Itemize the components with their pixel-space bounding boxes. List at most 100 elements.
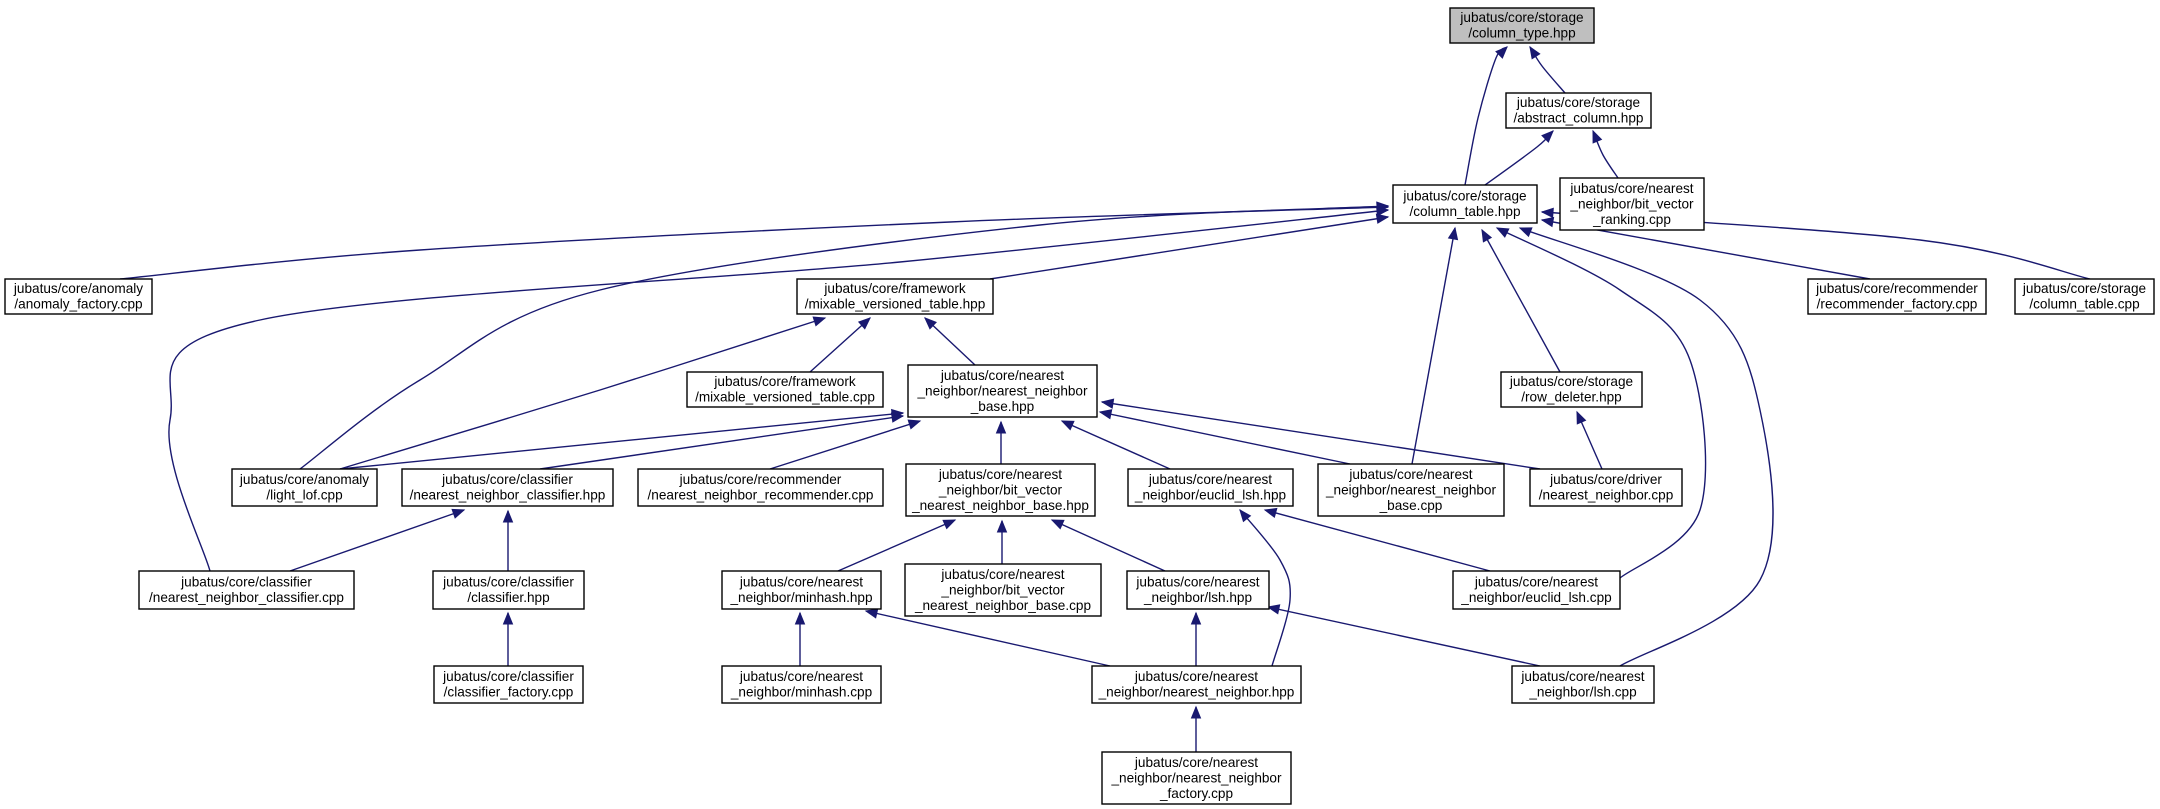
edge-line [1519, 227, 1774, 667]
node-lsh-hpp[interactable]: jubatus/core/nearest_neighbor/lsh.hpp [1126, 570, 1270, 610]
edge-nn_hpp-to-euclid_lsh_hpp [1239, 508, 1291, 667]
node-label-line: /column_type.hpp [1468, 26, 1575, 41]
arrowhead-icon [864, 608, 879, 619]
node-nn-base-hpp[interactable]: jubatus/core/nearest_neighbor/nearest_ne… [907, 364, 1098, 418]
arrowhead-icon [890, 412, 905, 423]
node-classifier-hpp[interactable]: jubatus/core/classifier/classifier.hpp [432, 570, 585, 610]
node-box [1559, 177, 1705, 231]
arrowhead-icon [812, 316, 827, 327]
node-label-line: _neighbor/nearest_neighbor [916, 383, 1088, 398]
edge-line [1267, 606, 1541, 667]
arrowhead-icon [907, 419, 922, 430]
node-column-table-hpp[interactable]: jubatus/core/storage/column_table.hpp [1392, 184, 1538, 224]
arrowhead-icon [1529, 45, 1541, 60]
node-label-line: _ranking.cpp [1592, 212, 1671, 227]
edge-line [539, 415, 904, 470]
node-nn-factory[interactable]: jubatus/core/nearest_neighbor/nearest_ne… [1101, 751, 1292, 805]
node-label-line: /column_table.hpp [1409, 204, 1520, 219]
node-nn-classifier-cpp[interactable]: jubatus/core/classifier/nearest_neighbor… [138, 570, 355, 610]
node-label-line: /mixable_versioned_table.cpp [695, 390, 875, 405]
node-recommender-factory[interactable]: jubatus/core/recommender/recommender_fac… [1807, 278, 1987, 315]
edge-line [1239, 509, 1291, 667]
node-label-line: /mixable_versioned_table.hpp [805, 297, 986, 312]
edge-line [339, 412, 904, 470]
arrowhead-icon [1050, 519, 1065, 530]
node-label-line: jubatus/core/nearest [739, 669, 863, 684]
node-label-line: jubatus/core/nearest [938, 467, 1062, 482]
arrowhead-icon [1518, 227, 1533, 238]
node-nn-hpp[interactable]: jubatus/core/nearest_neighbor/nearest_ne… [1091, 665, 1302, 704]
node-box [907, 364, 1098, 418]
node-minhash-cpp[interactable]: jubatus/core/nearest_neighbor/minhash.cp… [721, 665, 882, 704]
arrowhead-icon [1100, 398, 1115, 409]
node-box [796, 278, 994, 315]
edge-minhash_hpp-to-bit_vector_nn_base_hpp [837, 519, 957, 572]
edge-nn_hpp-to-minhash_hpp [864, 608, 1111, 667]
node-label-line: _nearest_neighbor_base.cpp [914, 598, 1091, 613]
edge-line [339, 317, 826, 470]
node-label-line: jubatus/core/nearest [940, 567, 1064, 582]
node-row-deleter[interactable]: jubatus/core/storage/row_deleter.hpp [1500, 371, 1643, 408]
arrowhead-icon [1495, 227, 1510, 238]
node-box [1511, 665, 1655, 704]
node-label-line: /classifier_factory.cpp [444, 685, 574, 700]
node-column-table-cpp[interactable]: jubatus/core/storage/column_table.cpp [2014, 278, 2155, 315]
node-abstract-column[interactable]: jubatus/core/storage/abstract_column.hpp [1505, 92, 1652, 129]
node-box [1101, 751, 1292, 805]
node-label-line: jubatus/core/storage [1509, 374, 1633, 389]
node-label-line: _neighbor/nearest_neighbor [1325, 482, 1497, 497]
node-box [637, 468, 884, 507]
node-label-line: _neighbor/nearest_neighbor [1110, 770, 1282, 785]
node-nn-base-cpp[interactable]: jubatus/core/nearest_neighbor/nearest_ne… [1317, 463, 1505, 517]
node-classifier-factory[interactable]: jubatus/core/classifier/classifier_facto… [433, 665, 584, 704]
edge-bit_vector_ranking-to-abstract_column [1592, 129, 1619, 179]
edge-line [1101, 401, 1541, 470]
arrowhead-icon [451, 508, 466, 519]
edge-nn_hpp-to-lsh_hpp [1190, 611, 1202, 666]
arrowhead-icon [1376, 206, 1390, 217]
node-label-line: jubatus/core/storage [1516, 95, 1640, 110]
arrowhead-icon [995, 420, 1007, 434]
node-minhash-hpp[interactable]: jubatus/core/nearest_neighbor/minhash.hp… [721, 570, 882, 610]
node-euclid-lsh-hpp[interactable]: jubatus/core/nearest_neighbor/euclid_lsh… [1127, 468, 1294, 507]
arrowhead-icon [942, 519, 957, 530]
node-label-line: jubatus/core/nearest [940, 368, 1064, 383]
arrowhead-icon [924, 317, 937, 330]
edge-driver_nn-to-nn_base_hpp [1100, 398, 1541, 470]
node-label-line: jubatus/core/framework [713, 374, 855, 389]
node-bit-vector-nn-base-hpp[interactable]: jubatus/core/nearest_neighbor/bit_vector… [905, 463, 1096, 517]
arrowhead-icon [1481, 228, 1493, 243]
edge-line [837, 519, 956, 572]
node-box [1091, 665, 1302, 704]
node-label-line: jubatus/core/nearest [1148, 472, 1272, 487]
node-column-type[interactable]: jubatus/core/storage/column_type.hpp [1449, 7, 1595, 44]
node-nn-recommender[interactable]: jubatus/core/recommender/nearest_neighbo… [637, 468, 884, 507]
node-light-lof[interactable]: jubatus/core/anomaly/light_lof.cpp [231, 468, 378, 507]
node-nn-classifier-hpp[interactable]: jubatus/core/classifier/nearest_neighbor… [401, 468, 614, 507]
node-box [1807, 278, 1987, 315]
edge-light_lof-to-mixable_versioned_table_hpp [339, 316, 827, 470]
node-mixable-versioned-table-cpp[interactable]: jubatus/core/framework/mixable_versioned… [686, 371, 884, 408]
node-bit-vector-ranking[interactable]: jubatus/core/nearest_neighbor/bit_vector… [1559, 177, 1705, 231]
edge-nn_classifier_hpp-to-nn_base_hpp [539, 412, 905, 470]
node-lsh-cpp[interactable]: jubatus/core/nearest_neighbor/lsh.cpp [1511, 665, 1655, 704]
edge-mixable_versioned_table_cpp-to-mixable_versioned_table_hpp [809, 317, 871, 373]
arrowhead-icon [502, 509, 514, 523]
node-label-line: /nearest_neighbor_classifier.cpp [149, 590, 344, 605]
node-label-line: /column_table.cpp [2029, 297, 2139, 312]
arrowhead-icon [1540, 207, 1554, 219]
node-anomaly-factory[interactable]: jubatus/core/anomaly/anomaly_factory.cpp [4, 278, 153, 315]
node-label-line: jubatus/core/storage [1402, 189, 1526, 204]
node-bit-vector-nn-base-cpp[interactable]: jubatus/core/nearest_neighbor/bit_vector… [904, 563, 1102, 617]
node-box [904, 563, 1102, 617]
edge-line [1099, 411, 1351, 465]
edge-classifier_hpp-to-nn_classifier_hpp [502, 509, 514, 571]
node-box [1317, 463, 1505, 517]
edge-line [1051, 519, 1166, 572]
node-mixable-versioned-table-hpp[interactable]: jubatus/core/framework/mixable_versioned… [796, 278, 994, 315]
node-driver-nn[interactable]: jubatus/core/driver/nearest_neighbor.cpp [1529, 468, 1683, 507]
node-euclid-lsh-cpp[interactable]: jubatus/core/nearest_neighbor/euclid_lsh… [1452, 570, 1621, 610]
arrowhead-icon [1541, 130, 1554, 143]
edge-column_table_hpp-to-column_type [1464, 46, 1508, 186]
node-label-line: _neighbor/bit_vector [938, 482, 1063, 497]
